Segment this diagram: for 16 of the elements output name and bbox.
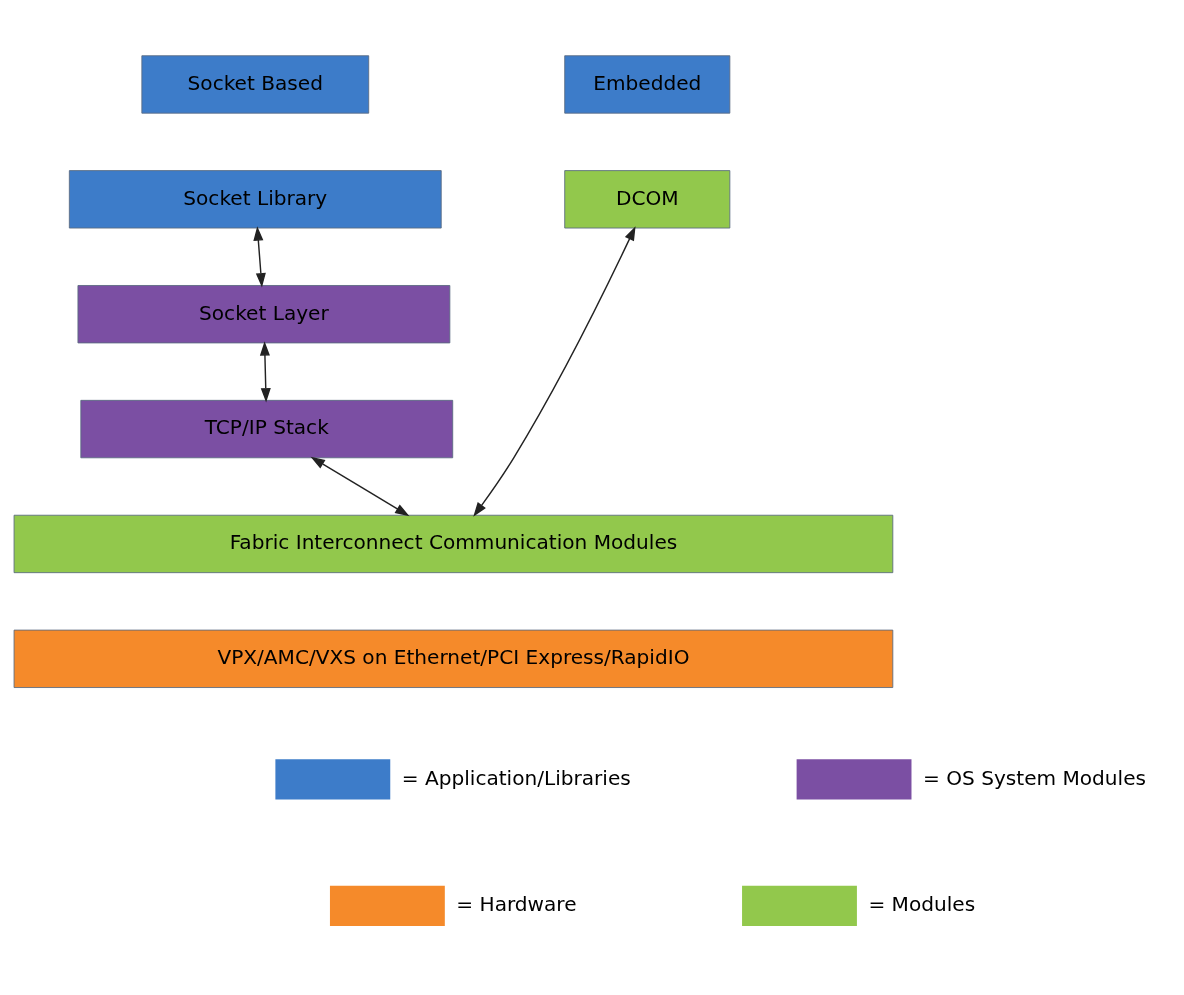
- node-box: Socket Layer: [77, 284, 451, 343]
- legend-label: = OS System Modules: [922, 765, 1147, 790]
- node-box: VPX/AMC/VXS on Ethernet/PCI Express/RapidIO: [13, 629, 894, 688]
- node-box: DCOM: [564, 169, 731, 228]
- arrow: [253, 225, 266, 288]
- legend-label: = Hardware: [456, 891, 577, 916]
- arrow: [259, 340, 271, 402]
- arrow: [473, 225, 636, 517]
- arrow: [310, 456, 410, 516]
- legend-label: = Modules: [868, 891, 976, 916]
- node-box: Fabric Interconnect Communication Modules: [13, 514, 894, 573]
- node-box: Socket Based: [141, 54, 370, 114]
- node-box: Socket Library: [68, 169, 442, 228]
- node-box: Embedded: [564, 54, 731, 114]
- legend-label: = Application/Libraries: [401, 765, 631, 790]
- node-box: TCP/IP Stack: [80, 399, 454, 458]
